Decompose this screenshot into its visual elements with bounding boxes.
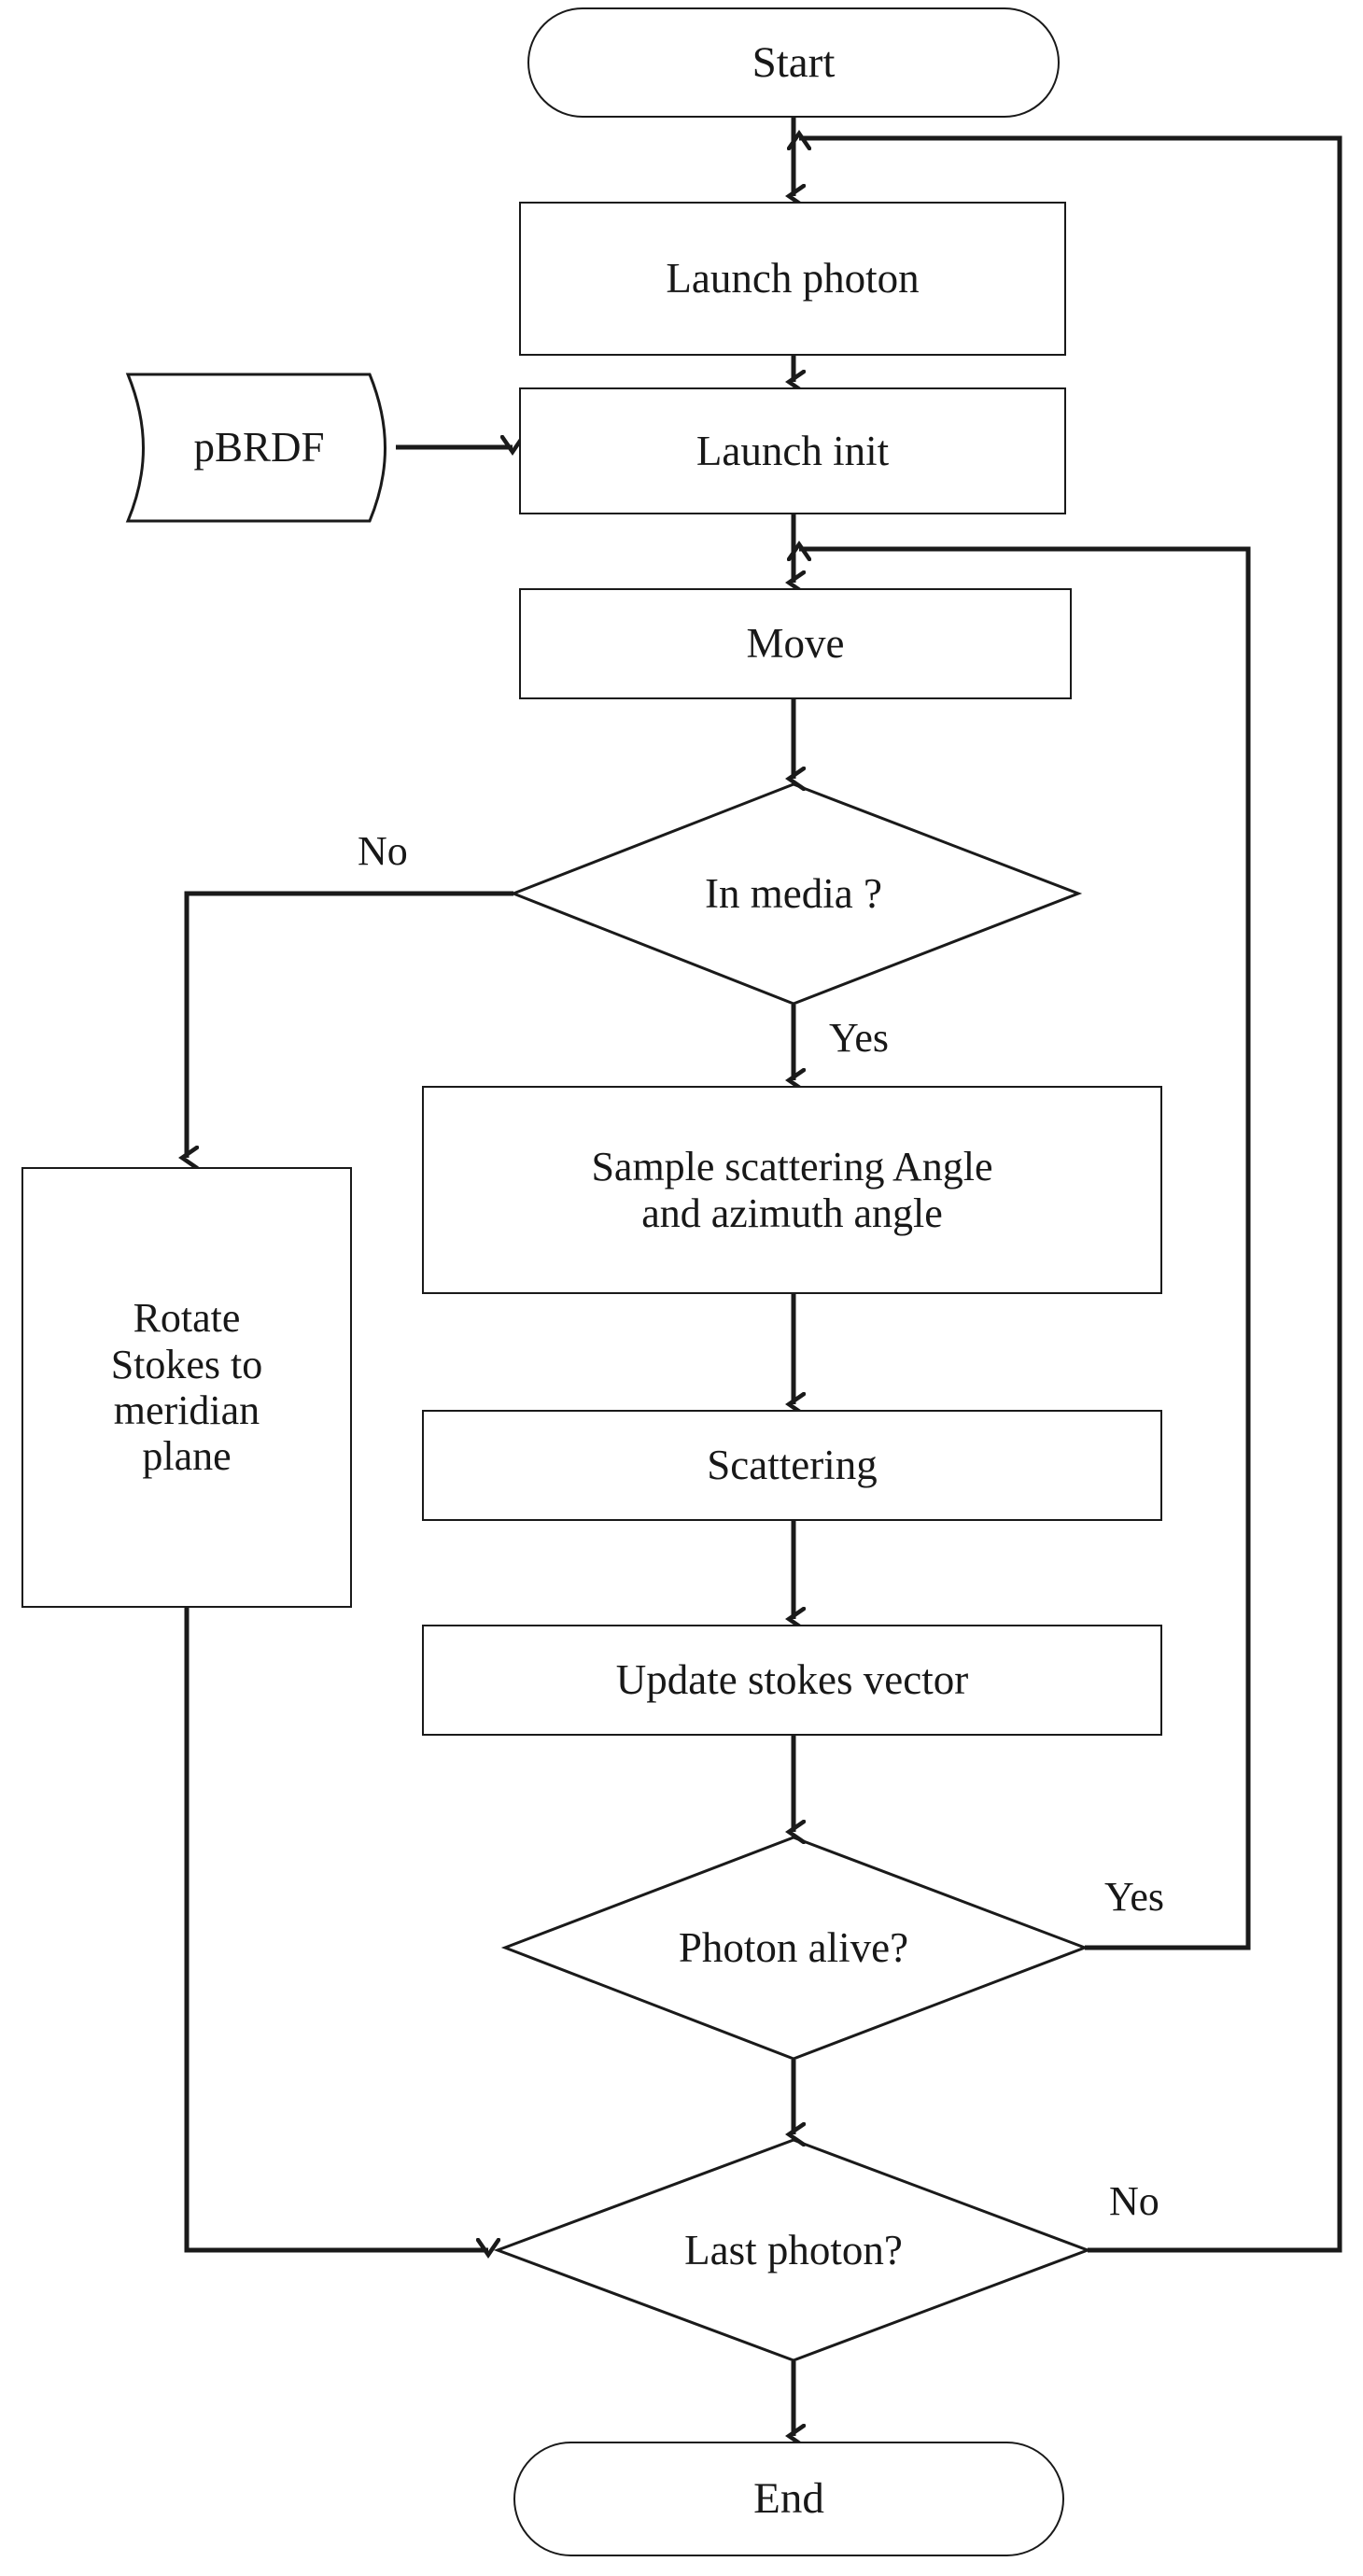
- node-launch-init-label: Launch init: [696, 427, 890, 474]
- node-move[interactable]: Move: [519, 588, 1072, 699]
- node-sample-scattering-line-2: and azimuth angle: [641, 1189, 943, 1236]
- node-sample-scattering[interactable]: Sample scattering Angle and azimuth angl…: [422, 1086, 1162, 1294]
- node-start[interactable]: Start: [527, 7, 1060, 118]
- edge-label-last-photon-no: No: [1109, 2178, 1159, 2224]
- node-pbrdf[interactable]: pBRDF: [128, 374, 390, 521]
- edge-label-in-media-yes: Yes: [829, 1015, 890, 1061]
- node-update-stokes-label: Update stokes vector: [615, 1656, 969, 1704]
- node-in-media-label: In media ?: [705, 869, 882, 917]
- node-scattering[interactable]: Scattering: [422, 1410, 1162, 1521]
- node-last-photon[interactable]: Last photon?: [569, 2208, 1018, 2292]
- node-launch-photon[interactable]: Launch photon: [519, 202, 1066, 356]
- node-end-label: End: [753, 2474, 824, 2524]
- node-rotate-stokes-line-4: plane: [142, 1433, 232, 1480]
- node-end[interactable]: End: [513, 2442, 1064, 2556]
- edge-label-in-media-no: No: [358, 828, 408, 874]
- node-launch-photon-label: Launch photon: [666, 255, 920, 303]
- node-photon-alive-label: Photon alive?: [678, 1923, 909, 1971]
- node-rotate-stokes-line-2: Stokes to: [110, 1341, 263, 1387]
- node-in-media[interactable]: In media ?: [569, 852, 1018, 936]
- node-last-photon-label: Last photon?: [684, 2226, 903, 2273]
- node-start-label: Start: [752, 37, 836, 87]
- node-launch-init[interactable]: Launch init: [519, 387, 1066, 514]
- node-rotate-stokes[interactable]: Rotate Stokes to meridian plane: [21, 1167, 352, 1608]
- node-rotate-stokes-line-1: Rotate: [133, 1295, 241, 1342]
- node-photon-alive[interactable]: Photon alive?: [569, 1906, 1018, 1990]
- node-move-label: Move: [746, 620, 845, 668]
- edge-label-photon-alive-yes: Yes: [1104, 1874, 1165, 1920]
- node-scattering-label: Scattering: [707, 1442, 878, 1489]
- node-pbrdf-label: pBRDF: [193, 424, 325, 472]
- node-rotate-stokes-line-3: meridian: [113, 1387, 260, 1433]
- node-sample-scattering-line-1: Sample scattering Angle: [591, 1144, 993, 1190]
- node-update-stokes[interactable]: Update stokes vector: [422, 1625, 1162, 1736]
